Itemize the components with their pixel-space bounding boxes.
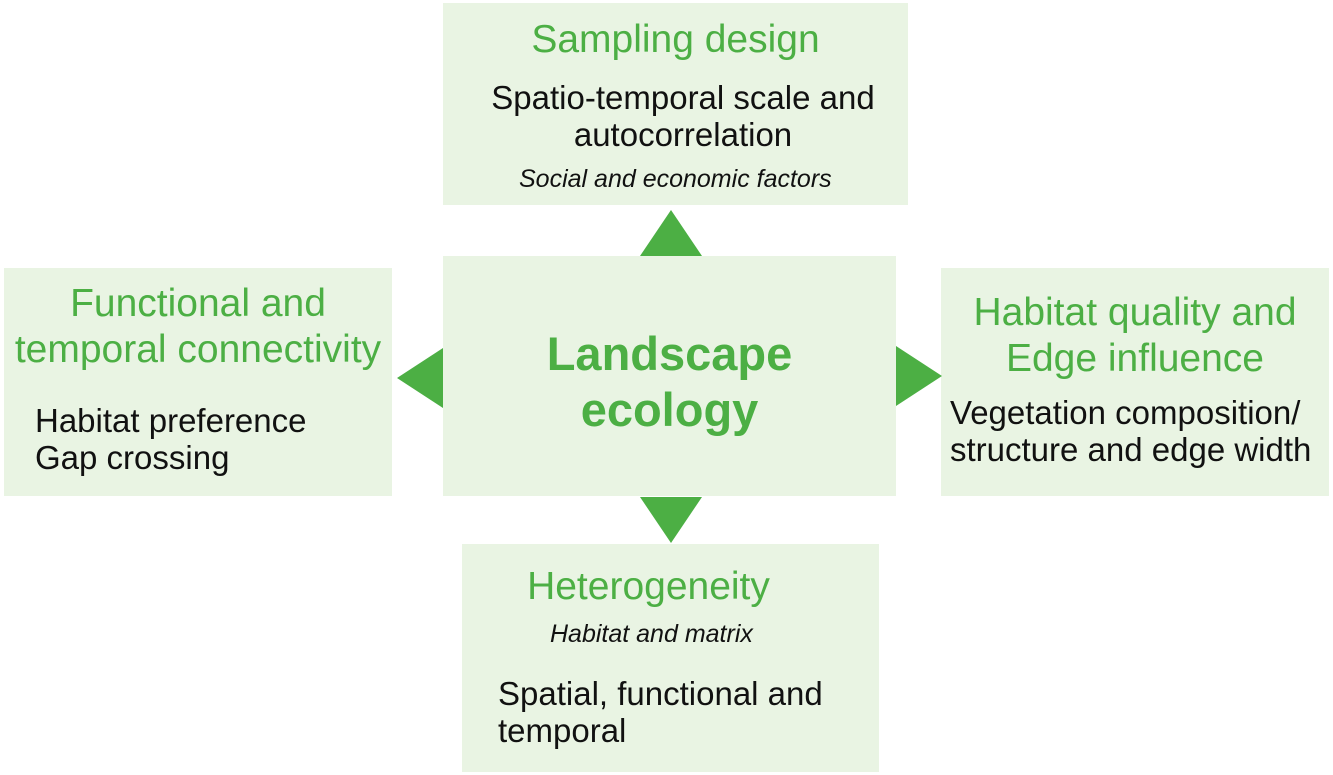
habitat-quality-box: Habitat quality and Edge influence Veget…: [941, 268, 1329, 496]
landscape-ecology-title: Landscape ecology: [443, 326, 896, 438]
heterogeneity-body: Spatial, functional and temporal: [498, 675, 823, 749]
habitat-quality-title-line1: Habitat quality and: [973, 291, 1297, 334]
sampling-design-body: Spatio-temporal scale and autocorrelatio…: [483, 79, 883, 153]
arrow-right-icon: [896, 346, 942, 406]
landscape-ecology-box: Landscape ecology: [443, 256, 896, 496]
sampling-design-body-line2: autocorrelation: [573, 116, 793, 153]
sampling-design-body-line1: Spatio-temporal scale and: [491, 79, 875, 116]
habitat-quality-title-line2: Edge influence: [1005, 337, 1265, 380]
heterogeneity-body-line1: Spatial, functional and: [498, 675, 823, 712]
arrow-up-icon: [640, 210, 702, 256]
connectivity-title-line1: Functional and: [70, 282, 326, 325]
heterogeneity-body-line2: temporal: [498, 712, 627, 749]
habitat-quality-title: Habitat quality and Edge influence: [941, 290, 1329, 382]
landscape-ecology-title-line1: Landscape: [546, 327, 793, 380]
heterogeneity-title: Heterogeneity: [527, 565, 770, 608]
heterogeneity-box: Heterogeneity Habitat and matrix Spatial…: [462, 544, 879, 772]
sampling-design-italic: Social and economic factors: [519, 165, 832, 193]
arrow-down-icon: [640, 497, 702, 543]
habitat-quality-body-line2: structure and edge width: [950, 431, 1312, 468]
landscape-ecology-title-line2: ecology: [580, 383, 759, 436]
sampling-design-box: Sampling design Spatio-temporal scale an…: [443, 3, 908, 205]
connectivity-body-line2: Gap crossing: [35, 439, 230, 476]
connectivity-body: Habitat preference Gap crossing: [35, 402, 307, 476]
connectivity-box: Functional and temporal connectivity Hab…: [4, 268, 392, 496]
connectivity-title: Functional and temporal connectivity: [4, 281, 392, 373]
connectivity-body-line1: Habitat preference: [35, 402, 307, 439]
arrow-left-icon: [397, 348, 443, 408]
connectivity-title-line2: temporal connectivity: [14, 328, 382, 371]
habitat-quality-body: Vegetation composition/ structure and ed…: [950, 394, 1311, 468]
sampling-design-title: Sampling design: [531, 18, 820, 61]
heterogeneity-italic: Habitat and matrix: [550, 620, 753, 648]
habitat-quality-body-line1: Vegetation composition/: [950, 394, 1301, 431]
